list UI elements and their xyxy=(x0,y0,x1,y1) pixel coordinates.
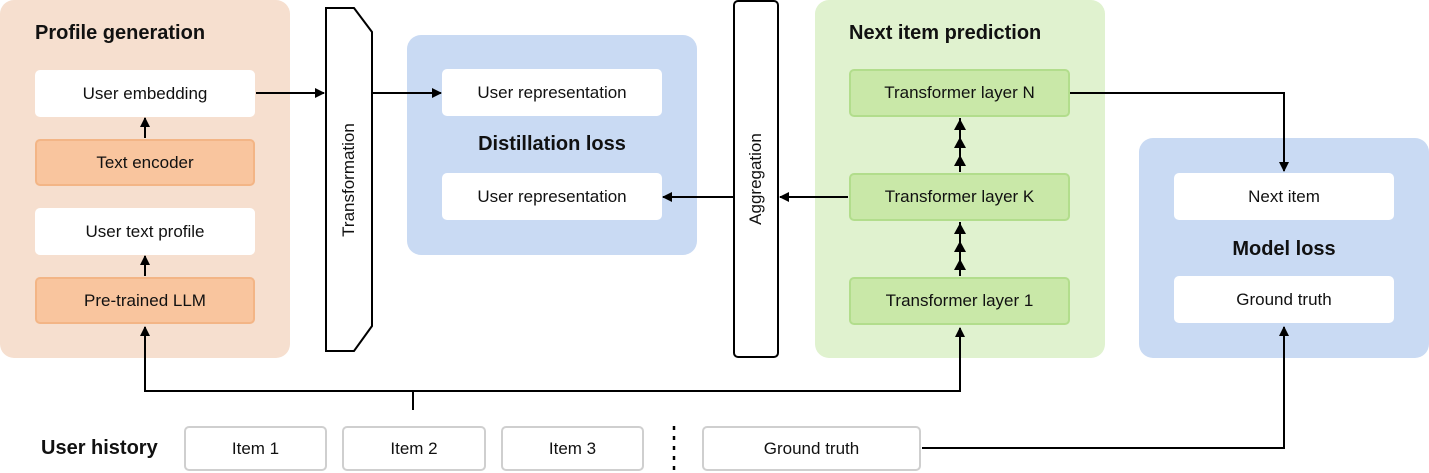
history-item-2: Item 2 xyxy=(342,426,486,471)
stack-arrowhead xyxy=(954,119,966,130)
transformer-layer-k-box: Transformer layer K xyxy=(849,173,1070,221)
text-encoder-box: Text encoder xyxy=(35,139,255,186)
pretrained-llm-box: Pre-trained LLM xyxy=(35,277,255,324)
history-item-3: Item 3 xyxy=(501,426,644,471)
next-item-box: Next item xyxy=(1174,173,1394,220)
stack-arrowhead xyxy=(954,259,966,270)
model-loss-panel: Next item Model loss Ground truth xyxy=(1139,138,1429,358)
next-item-prediction-title: Next item prediction xyxy=(849,22,1042,44)
transformation-block xyxy=(325,7,373,352)
transformation-label: Transformation xyxy=(339,123,358,237)
stack-arrowhead xyxy=(954,223,966,234)
transformer-layer-n-box: Transformer layer N xyxy=(849,69,1070,117)
aggregation-label: Aggregation xyxy=(746,133,765,225)
user-embedding-box: User embedding xyxy=(35,70,255,117)
user-representation-top-box: User representation xyxy=(442,69,662,116)
model-loss-title: Model loss xyxy=(1232,238,1336,260)
stack-arrowhead xyxy=(954,137,966,148)
profile-generation-title: Profile generation xyxy=(35,22,206,44)
next-item-prediction-panel: Next item prediction Transformer layer N… xyxy=(815,0,1105,358)
user-representation-bottom-box: User representation xyxy=(442,173,662,220)
aggregation-block xyxy=(733,0,779,358)
history-item-1: Item 1 xyxy=(184,426,327,471)
arrow-layer-n-to-next-item xyxy=(1070,92,1289,172)
user-text-profile-box: User text profile xyxy=(35,208,255,255)
ground-truth-loss-box: Ground truth xyxy=(1174,276,1394,323)
arrow-ground-truth-to-model-loss xyxy=(922,326,1289,449)
history-ground-truth: Ground truth xyxy=(702,426,921,471)
stack-arrowhead xyxy=(954,241,966,252)
user-history-title: User history xyxy=(41,437,158,459)
distillation-loss-panel: User representation Distillation loss Us… xyxy=(407,35,697,255)
arrow-history-to-layer-1 xyxy=(413,327,965,392)
distillation-loss-title: Distillation loss xyxy=(478,133,626,155)
profile-generation-panel: Profile generation User embedding Text e… xyxy=(0,0,290,358)
transformer-layer-1-box: Transformer layer 1 xyxy=(849,277,1070,325)
arrow-history-to-llm xyxy=(140,326,413,392)
stack-arrowhead xyxy=(954,155,966,166)
